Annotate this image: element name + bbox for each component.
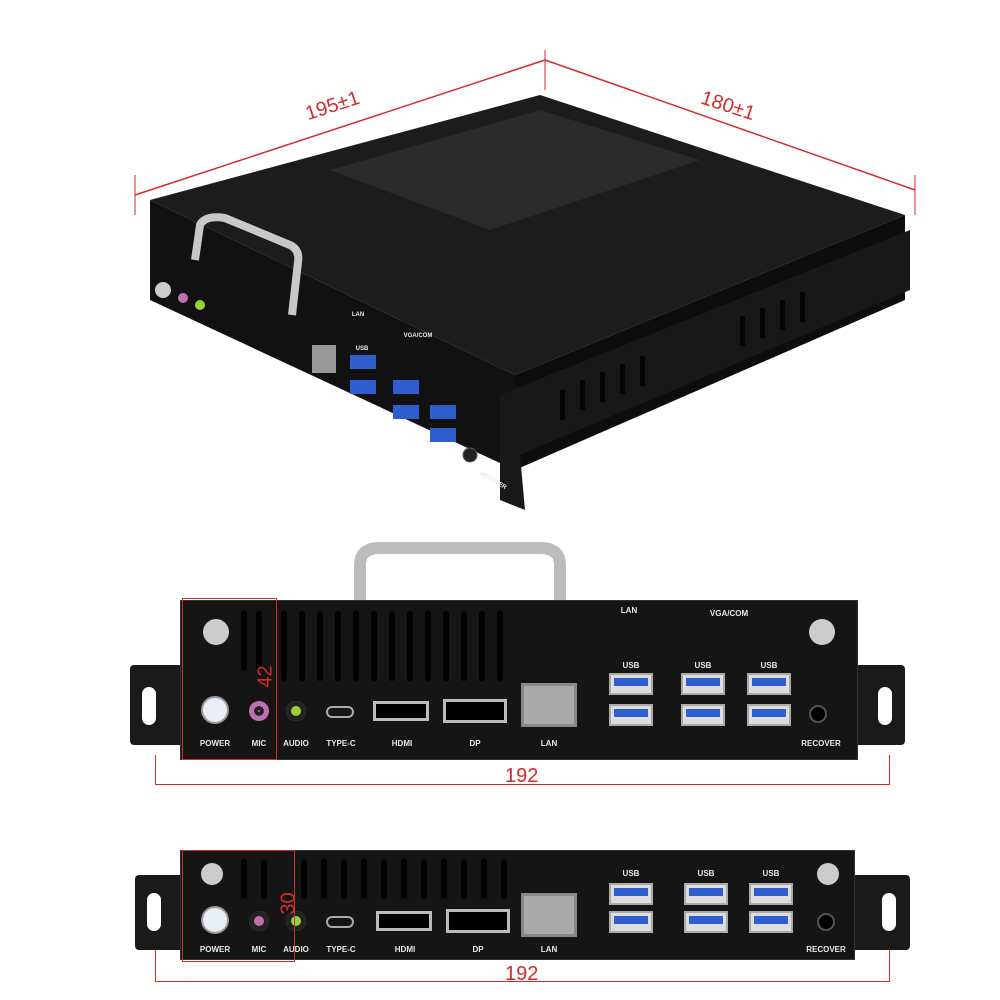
type-c-label: TYPE-C [326, 739, 356, 748]
antenna-connector-left [201, 863, 223, 885]
power-button[interactable] [201, 906, 229, 934]
type-c-label: TYPE-C [326, 945, 356, 954]
power-label: POWER [199, 945, 231, 954]
power-button [155, 282, 171, 298]
hdmi-label: HDMI [394, 945, 416, 954]
chassis-front-face [150, 200, 515, 470]
lan-port [312, 345, 336, 373]
usb-port[interactable] [609, 673, 653, 695]
usb-label: USB [760, 661, 778, 670]
vent-grid-top [330, 110, 700, 230]
type-c-port[interactable] [326, 706, 354, 718]
hdmi-label: HDMI [391, 739, 413, 748]
antenna-connector-right [817, 863, 839, 885]
usb-label: USB [355, 346, 369, 352]
audio-jack[interactable] [286, 911, 306, 931]
audio-label: AUDIO [283, 945, 309, 954]
mic-label: MIC [251, 945, 267, 954]
mounting-bracket-right [850, 665, 905, 745]
front-view-42: LAN VGA/COM USB USB USB POWER MIC AUDIO … [0, 530, 1000, 800]
mic-jack[interactable] [249, 911, 269, 931]
vga-com-label: VGA/COM [403, 333, 433, 339]
side-vents [560, 292, 805, 420]
recover-label: RECOVER [801, 739, 841, 748]
usb-label: USB [762, 869, 780, 878]
antenna-connector-left [203, 619, 229, 645]
width-dimension: 192 [505, 963, 539, 985]
front-panel: LAN VGA/COM USB USB USB POWER MIC AUDIO … [180, 600, 858, 760]
lan-label: LAN [620, 606, 638, 615]
chassis-top-face [150, 95, 905, 375]
mic-jack[interactable] [249, 701, 269, 721]
recover-label: RECOVER [806, 945, 846, 954]
recover-button [462, 447, 478, 463]
height-dimension-box [182, 850, 295, 962]
usb-port[interactable] [609, 883, 653, 905]
width-dimension-line [544, 59, 916, 191]
power-button[interactable] [201, 696, 229, 724]
dp-port[interactable] [443, 699, 507, 723]
usb-ports-top-view [350, 355, 456, 442]
mounting-bracket-right [850, 875, 910, 950]
mic-label: MIC [251, 739, 267, 748]
usb-port[interactable] [684, 883, 728, 905]
usb-port[interactable] [681, 673, 725, 695]
usb-port[interactable] [747, 704, 791, 726]
lan-label: LAN [351, 312, 365, 318]
dp-port[interactable] [446, 909, 510, 933]
mini-pc-isometric-drawing [134, 50, 916, 510]
lan-label: LAN [540, 945, 558, 954]
isometric-product-view: 195±1 180±1 LAN VGA/COM USB RECOVER [134, 50, 916, 510]
usb-port[interactable] [609, 704, 653, 726]
front-panel: USB USB USB POWER MIC AUDIO TYPE-C HDMI … [180, 850, 855, 960]
width-dimension: 192 [505, 765, 539, 787]
audio-label: AUDIO [283, 739, 309, 748]
usb-label: USB [694, 661, 712, 670]
lan-port[interactable] [521, 683, 577, 727]
usb-port[interactable] [749, 883, 793, 905]
type-c-port[interactable] [326, 916, 354, 928]
antenna-connector-right [809, 619, 835, 645]
vga-com-label: VGA/COM [709, 609, 749, 618]
usb-port[interactable] [749, 911, 793, 933]
mic-jack [178, 293, 188, 303]
usb-label: USB [697, 869, 715, 878]
carry-handle [191, 213, 303, 316]
lan-port[interactable] [521, 893, 577, 937]
dp-label: DP [472, 945, 484, 954]
usb-label: USB [622, 661, 640, 670]
carry-handle [354, 542, 566, 630]
recover-button[interactable] [817, 913, 835, 931]
audio-jack[interactable] [286, 701, 306, 721]
length-dimension-line [134, 59, 546, 196]
usb-port[interactable] [747, 673, 791, 695]
audio-jack [195, 300, 205, 310]
recover-button[interactable] [809, 705, 827, 723]
hdmi-port[interactable] [376, 911, 432, 931]
height-dimension: 42 [254, 665, 277, 688]
usb-port[interactable] [681, 704, 725, 726]
usb-label: USB [622, 869, 640, 878]
usb-port[interactable] [684, 911, 728, 933]
dp-label: DP [469, 739, 481, 748]
lan-label: LAN [540, 739, 558, 748]
front-view-30: USB USB USB POWER MIC AUDIO TYPE-C HDMI … [0, 840, 1000, 1000]
height-dimension: 30 [277, 892, 300, 915]
width-dimension-line [155, 755, 890, 785]
height-dimension-box [182, 598, 277, 760]
power-label: POWER [199, 739, 231, 748]
usb-port[interactable] [609, 911, 653, 933]
hdmi-port[interactable] [373, 701, 429, 721]
width-dimension-line [155, 950, 890, 982]
